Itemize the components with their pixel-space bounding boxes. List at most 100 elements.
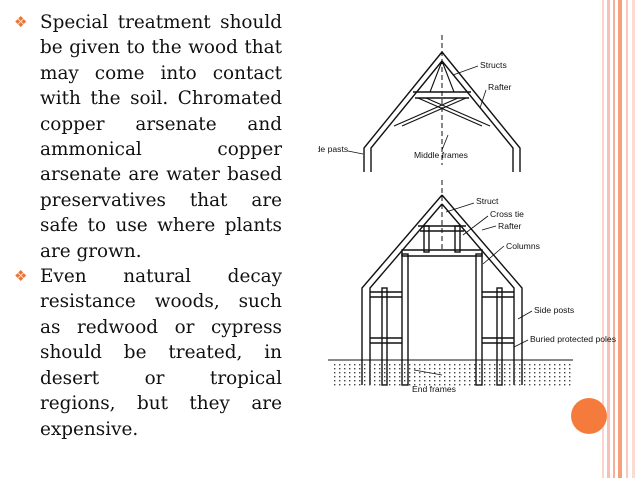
soil-dot xyxy=(449,384,451,386)
soil-dot xyxy=(509,372,511,374)
soil-dot xyxy=(394,384,396,386)
soil-dot xyxy=(534,376,536,378)
greenhouse-frame-diagram: Structs Rafter Side pasts Middle frames … xyxy=(318,35,616,394)
soil-dot xyxy=(384,368,386,370)
soil-dot xyxy=(539,380,541,382)
soil-dot xyxy=(354,384,356,386)
label-side-posts-middle: Side pasts xyxy=(318,144,348,154)
soil-dot xyxy=(484,368,486,370)
soil-dot xyxy=(494,368,496,370)
soil-dot xyxy=(404,372,406,374)
soil-dot xyxy=(409,372,411,374)
soil-dot xyxy=(424,368,426,370)
label-rafter-end: Rafter xyxy=(498,221,522,231)
soil-dot xyxy=(539,384,541,386)
soil-dot xyxy=(429,364,431,366)
soil-dot xyxy=(349,380,351,382)
soil-dot xyxy=(464,372,466,374)
soil-dot xyxy=(539,368,541,370)
soil-dot xyxy=(554,372,556,374)
soil-dot xyxy=(424,384,426,386)
soil-dot xyxy=(434,372,436,374)
soil-dot xyxy=(539,372,541,374)
soil-dot xyxy=(419,384,421,386)
label-buried-poles: Buried protected poles xyxy=(530,334,616,344)
soil-dot xyxy=(469,368,471,370)
soil-dot xyxy=(499,380,501,382)
soil-dot xyxy=(489,376,491,378)
soil-dot xyxy=(404,376,406,378)
soil-dot xyxy=(544,368,546,370)
soil-dot xyxy=(429,372,431,374)
soil-dot xyxy=(524,368,526,370)
soil-dot xyxy=(349,372,351,374)
soil-dot xyxy=(379,368,381,370)
soil-dot xyxy=(494,364,496,366)
soil-dot xyxy=(489,364,491,366)
soil-dot xyxy=(454,380,456,382)
soil-dot xyxy=(384,384,386,386)
soil-dot xyxy=(389,380,391,382)
soil-dot xyxy=(514,384,516,386)
soil-dot xyxy=(564,380,566,382)
soil-dot xyxy=(489,380,491,382)
soil-dot xyxy=(379,380,381,382)
soil-dot xyxy=(334,368,336,370)
soil-dot xyxy=(414,368,416,370)
soil-dot xyxy=(434,384,436,386)
soil-dot xyxy=(359,368,361,370)
soil-dot xyxy=(349,364,351,366)
soil-dot xyxy=(429,376,431,378)
soil-dot xyxy=(424,380,426,382)
soil-dot xyxy=(519,372,521,374)
soil-dot xyxy=(349,376,351,378)
soil-dot xyxy=(454,368,456,370)
soil-dot xyxy=(339,368,341,370)
soil-dot xyxy=(444,368,446,370)
soil-dot xyxy=(494,372,496,374)
soil-dot xyxy=(509,376,511,378)
soil-dot xyxy=(389,368,391,370)
soil-dot xyxy=(459,376,461,378)
soil-dot xyxy=(334,372,336,374)
soil-dot xyxy=(484,384,486,386)
label-structs: Structs xyxy=(480,60,507,70)
soil-dot xyxy=(569,368,571,370)
soil-dot xyxy=(504,368,506,370)
label-side-posts-end: Side posts xyxy=(534,305,574,315)
soil-dot xyxy=(364,380,366,382)
soil-dot xyxy=(494,380,496,382)
soil-dot xyxy=(554,380,556,382)
soil-dot xyxy=(429,368,431,370)
middle-frame-drawing xyxy=(347,35,521,172)
soil-dot xyxy=(379,384,381,386)
soil-dot xyxy=(564,364,566,366)
soil-dot xyxy=(364,376,366,378)
soil-dot xyxy=(444,376,446,378)
soil-dot xyxy=(364,384,366,386)
soil-dot xyxy=(549,368,551,370)
soil-dot xyxy=(504,384,506,386)
soil-dot xyxy=(414,372,416,374)
soil-dot xyxy=(344,380,346,382)
soil-dot xyxy=(419,380,421,382)
soil-dot xyxy=(524,384,526,386)
soil-dot xyxy=(434,364,436,366)
soil-dot xyxy=(369,364,371,366)
soil-dot xyxy=(484,372,486,374)
soil-dot xyxy=(399,372,401,374)
soil-dot xyxy=(409,368,411,370)
soil-dot xyxy=(439,384,441,386)
soil-dot xyxy=(459,364,461,366)
soil-dot xyxy=(564,376,566,378)
soil-dot xyxy=(359,372,361,374)
soil-dot xyxy=(344,364,346,366)
soil-dot xyxy=(399,364,401,366)
soil-dot xyxy=(334,384,336,386)
soil-dot xyxy=(559,372,561,374)
soil-dot xyxy=(354,376,356,378)
soil-dot xyxy=(339,380,341,382)
list-item: ❖ Special treatment should be given to t… xyxy=(14,10,282,264)
soil-dot xyxy=(389,384,391,386)
soil-dot xyxy=(569,376,571,378)
